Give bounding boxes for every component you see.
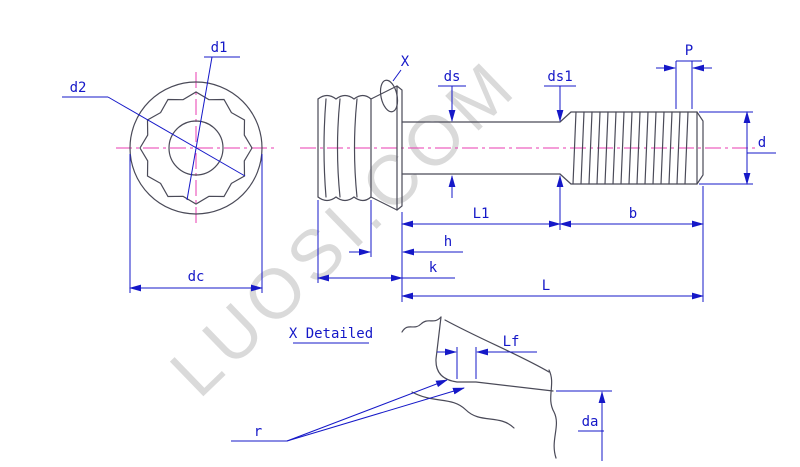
- dc-dimension: dc: [129, 154, 263, 293]
- d-dimension: d: [699, 111, 776, 185]
- inner-circle: [168, 120, 224, 176]
- flange-outer-circle: [129, 81, 263, 215]
- fillet-and-bearing-face: [435, 316, 554, 392]
- l1-label: L1: [473, 206, 490, 222]
- r-dimension: r: [231, 379, 465, 442]
- d1-dimension: d1: [186, 40, 240, 201]
- ds-label: ds: [444, 69, 461, 85]
- r-label: r: [254, 424, 262, 440]
- da-label: da: [582, 414, 599, 430]
- lf-dimension: Lf: [437, 334, 537, 379]
- h-dimension: h: [349, 234, 463, 256]
- da-dimension: da: [556, 390, 612, 461]
- thread-outline: [570, 111, 704, 185]
- x-marker-label: X: [401, 54, 410, 70]
- x-detail-marker: X: [379, 54, 410, 113]
- bolt-head-outline: [317, 94, 372, 202]
- detail-outline: [401, 316, 558, 459]
- x-detailed-label: X Detailed: [289, 326, 373, 342]
- lf-label: Lf: [503, 334, 520, 350]
- ds1-dimension: ds1: [544, 69, 576, 198]
- p-label: P: [685, 43, 693, 59]
- k-dimension: k: [317, 260, 455, 282]
- d2-label: d2: [70, 80, 87, 96]
- thread-lines: [572, 111, 689, 185]
- b-label: b: [629, 206, 637, 222]
- flange-top-surface: [444, 319, 550, 373]
- ds-dimension: ds: [438, 69, 466, 198]
- l-label: L: [542, 278, 550, 294]
- twelve-point-profile: [139, 91, 253, 205]
- dc-label: dc: [188, 269, 205, 285]
- break-line-bottom: [411, 391, 515, 429]
- l-dimension: L: [401, 278, 704, 300]
- x-detail-marker-ellipse: [379, 79, 399, 113]
- l1-dimension: L1: [401, 206, 561, 228]
- break-line-top: [401, 316, 442, 333]
- k-label: k: [429, 260, 438, 276]
- side-view: X ds ds1 P: [317, 43, 776, 302]
- h-label: h: [444, 234, 452, 250]
- break-line-right: [548, 369, 558, 459]
- ds1-label: ds1: [547, 69, 572, 85]
- detail-title: X Detailed: [289, 326, 373, 344]
- d1-label: d1: [211, 40, 228, 56]
- d-label: d: [758, 135, 766, 151]
- b-dimension: b: [559, 206, 704, 228]
- end-view: d1 d2 dc: [62, 40, 263, 293]
- shank-outline: [401, 111, 572, 185]
- d2-dimension: d2: [62, 80, 246, 177]
- pitch-dimension: P: [656, 43, 712, 109]
- detail-view: X Detailed Lf r: [231, 316, 612, 461]
